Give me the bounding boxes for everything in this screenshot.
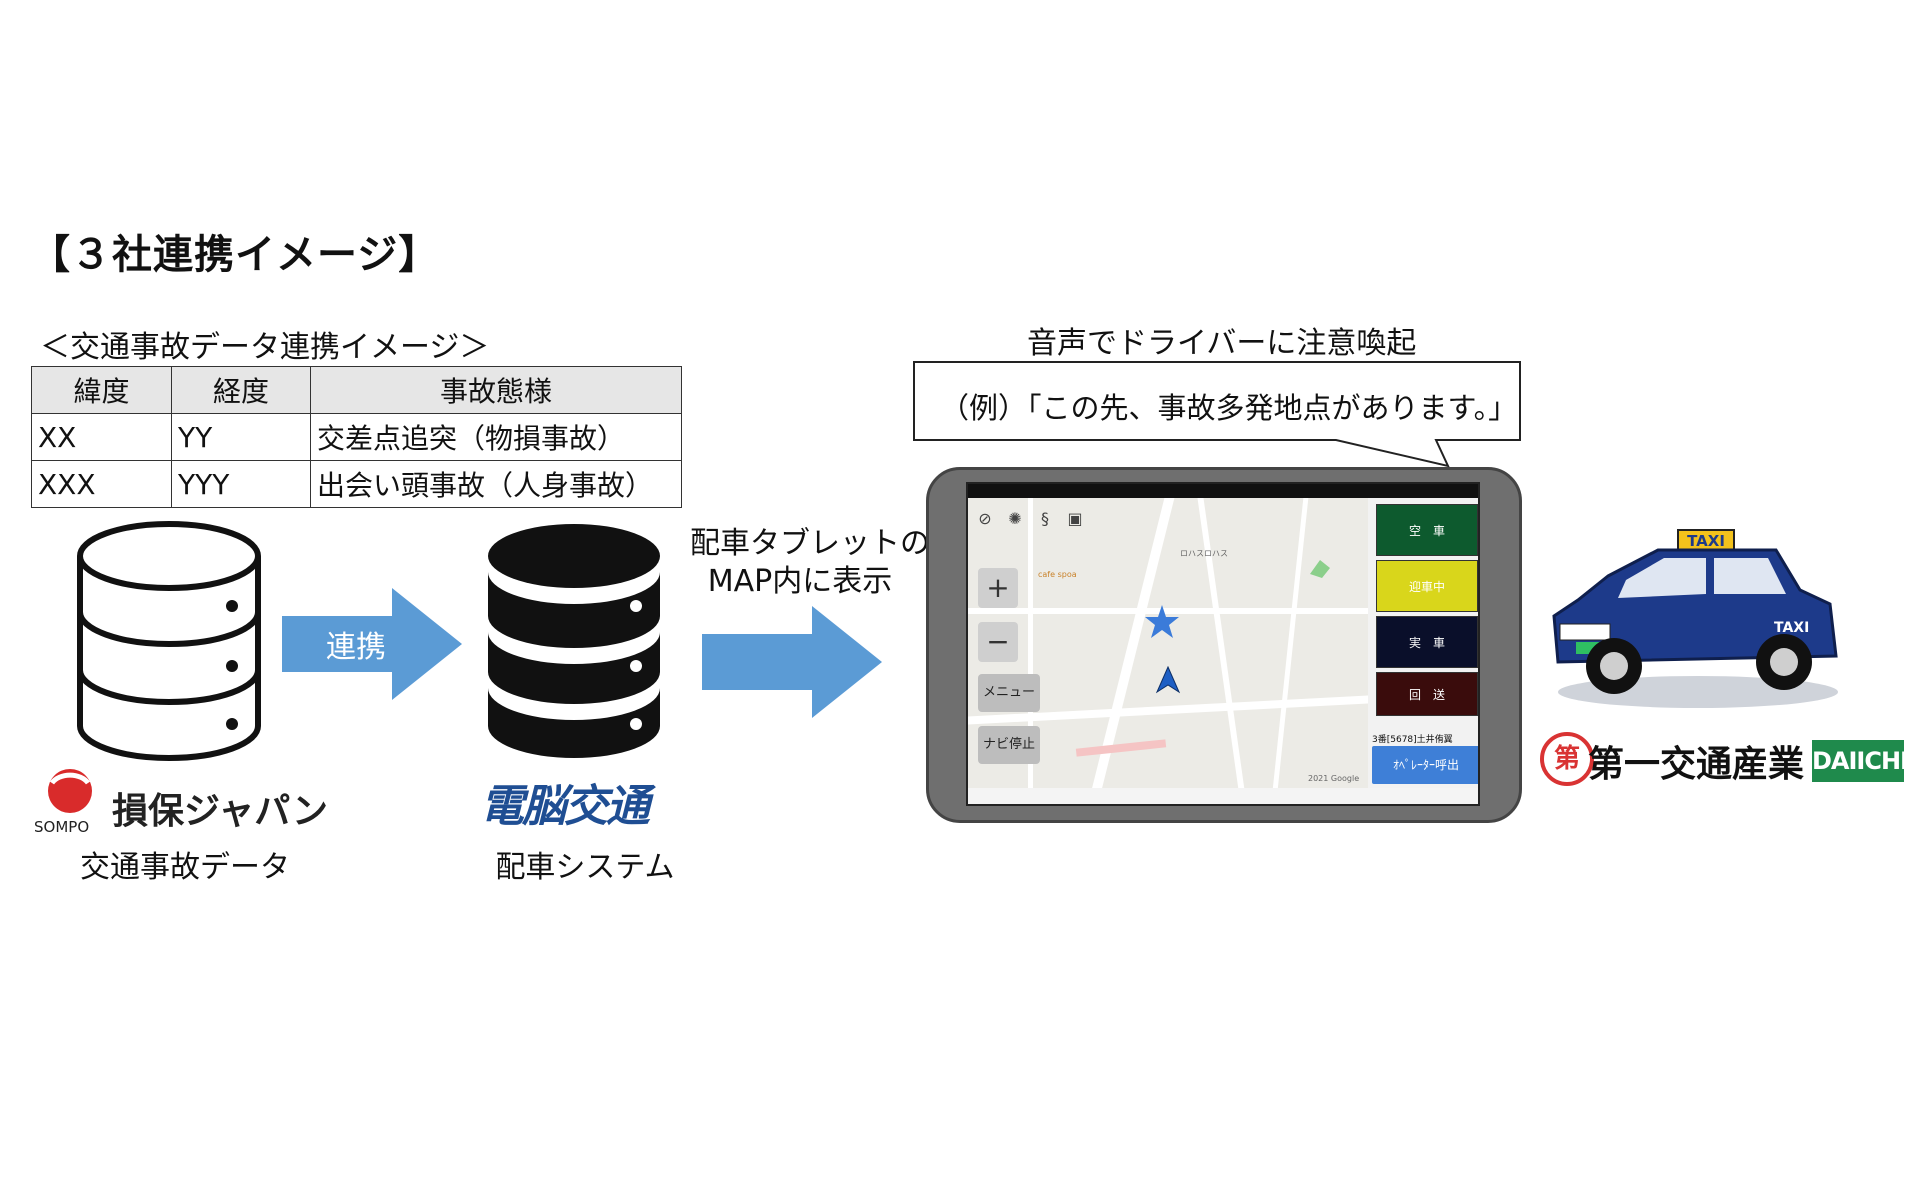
taxi-illustration: TAXI TAXI (1552, 529, 1838, 708)
status-vacant-button[interactable]: 空 車 (1376, 504, 1478, 556)
image-icon[interactable]: ▣ (1067, 509, 1083, 528)
cell-latitude: XXX (31, 460, 172, 508)
map-label: ロハスロハス (1180, 549, 1228, 558)
park-icon (1310, 560, 1330, 578)
location-target-icon[interactable]: ✺ (1008, 509, 1022, 528)
vehicle-info: 3番[5678]土井侑翼 (1372, 735, 1453, 745)
taxi-roof-sign-text: TAXI (1687, 532, 1725, 550)
status-pickup-button[interactable]: 迎車中 (1376, 560, 1478, 612)
map-label: cafe spoa (1038, 570, 1077, 579)
accident-data-table: 緯度 経度 事故態様 XX YY 交差点追突（物損事故） XXX YYY 出会い… (31, 366, 682, 508)
zoom-in-button[interactable]: + (978, 568, 1018, 608)
daiichi-badge: DAIICHI (1812, 740, 1909, 782)
tablet-nav-bar (968, 788, 1478, 804)
page-title: 【３社連携イメージ】 (30, 232, 440, 278)
status-occupied-button[interactable]: 実 車 (1376, 616, 1478, 668)
voice-caption: 音声でドライバーに注意喚起 (1027, 326, 1417, 361)
map-label: 2021 Google (1308, 774, 1360, 783)
compass-icon[interactable]: ⊘ (978, 509, 992, 528)
vehicle-arrow-icon (1156, 666, 1180, 694)
cell-longitude: YYY (171, 460, 311, 508)
table-row: XXX YYY 出会い頭事故（人身事故） (31, 460, 682, 508)
header-accident-type: 事故態様 (310, 366, 682, 414)
accident-star-icon (1145, 605, 1179, 638)
daiichi-company-name: 第一交通産業 (1588, 744, 1805, 785)
speech-bubble (913, 361, 1521, 468)
speech-bubble-text: （例）「この先、事故多発地点があります。」 (940, 391, 1518, 425)
tablet-status-bar (968, 484, 1478, 498)
status-return-button[interactable]: 回 送 (1376, 672, 1478, 716)
denno-kotsu-logo: 電脳交通 (480, 781, 650, 832)
menu-button[interactable]: メニュー (978, 674, 1040, 712)
arrow2-label-line2: MAP内に表示 (707, 564, 893, 599)
sompo-logo-sub: SOMPO (34, 818, 90, 836)
table-header-row: 緯度 経度 事故態様 (31, 366, 682, 414)
operator-call-button[interactable]: ｵﾍﾟﾚｰﾀｰ呼出 (1372, 746, 1478, 784)
arrow-label-link: 連携 (326, 630, 386, 665)
header-latitude: 緯度 (31, 366, 172, 414)
center-db-caption: 配車システム (495, 850, 675, 885)
tablet-screen: ロハスロハス cafe spoa 2021 Google ⊘ ✺ § ▣ + −… (966, 482, 1480, 806)
navi-stop-button[interactable]: ナビ停止 (978, 726, 1040, 764)
cell-longitude: YY (171, 413, 311, 461)
taxi-door-text: TAXI (1774, 620, 1809, 636)
status-panel: 空 車 迎車中 実 車 回 送 3番[5678]土井侑翼 ｵﾍﾟﾚｰﾀｰ呼出 (1368, 498, 1478, 790)
zoom-out-button[interactable]: − (978, 622, 1018, 662)
left-db-caption: 交通事故データ (80, 850, 290, 885)
arrow-right-icon (282, 588, 462, 700)
cell-latitude: XX (31, 413, 172, 461)
sompo-logo-icon (48, 769, 92, 813)
cell-accident-type: 交差点追突（物損事故） (310, 413, 682, 461)
cell-accident-type: 出会い頭事故（人身事故） (310, 460, 682, 508)
table-heading: ＜交通事故データ連携イメージ＞ (40, 330, 490, 365)
map-view[interactable]: ロハスロハス cafe spoa 2021 Google ⊘ ✺ § ▣ + −… (968, 498, 1368, 790)
database-icon-black (488, 524, 660, 758)
arrow2-label-line1: 配車タブレットの (690, 526, 930, 561)
route-icon[interactable]: § (1041, 509, 1049, 528)
daiichi-mark-icon: 第 (1540, 732, 1594, 786)
arrow-right-icon (702, 606, 882, 718)
header-longitude: 経度 (171, 366, 311, 414)
table-row: XX YY 交差点追突（物損事故） (31, 413, 682, 461)
database-icon-white (77, 521, 261, 761)
sompo-logo-name: 損保ジャパン (112, 791, 329, 832)
